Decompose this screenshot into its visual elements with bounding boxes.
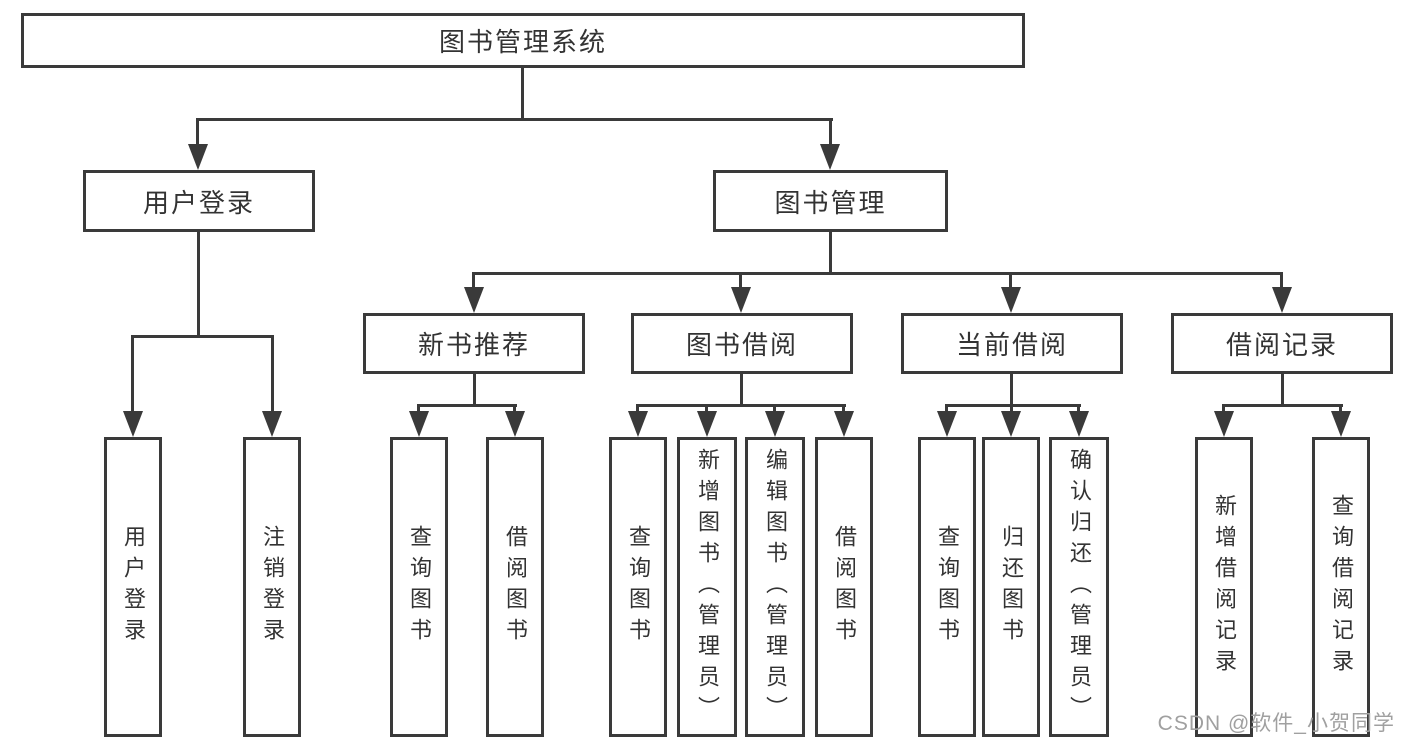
leaf-label: 确认归还（管理员） bbox=[1067, 447, 1092, 727]
node-label: 当前借阅 bbox=[955, 330, 1068, 360]
connector-currentborrow-hline bbox=[945, 404, 1081, 407]
leaf-label: 查询图书 bbox=[935, 525, 960, 649]
leaf-confirm-return-admin: 确认归还（管理员） bbox=[1049, 437, 1109, 737]
arrowhead-book-mgmt bbox=[820, 144, 840, 170]
connector-stub-borrow-records bbox=[1280, 272, 1283, 290]
arrowhead-current-borrow bbox=[1001, 287, 1021, 313]
csdn-watermark: CSDN @软件_小贺同学 bbox=[1157, 712, 1395, 735]
connector-stub bbox=[945, 404, 948, 414]
node-book-borrowing: 图书借阅 bbox=[631, 313, 853, 374]
connector-newbook-vline bbox=[473, 374, 476, 405]
node-library-management-system: 图书管理系统 bbox=[21, 13, 1025, 68]
leaf-query-borrow-record: 查询借阅记录 bbox=[1312, 437, 1370, 737]
node-label: 图书借阅 bbox=[685, 330, 798, 360]
connector-stub bbox=[1077, 404, 1080, 414]
leaf-label: 新增图书（管理员） bbox=[695, 447, 720, 727]
arrowhead-query-books-1 bbox=[409, 411, 429, 437]
connector-stub bbox=[636, 404, 639, 414]
connector-newbook-hline bbox=[417, 404, 517, 407]
node-label: 借阅记录 bbox=[1225, 330, 1338, 360]
leaf-query-books-current: 查询图书 bbox=[918, 437, 976, 737]
node-label: 图书管理 bbox=[774, 187, 887, 218]
connector-user-login-hline bbox=[131, 335, 274, 338]
arrowhead-new-book bbox=[464, 287, 484, 313]
connector-stub bbox=[417, 404, 420, 414]
arrowhead-book-borrow bbox=[731, 287, 751, 313]
connector-stub-book-borrow bbox=[739, 272, 742, 290]
leaf-label: 用户登录 bbox=[121, 525, 146, 649]
arrowhead-add-book bbox=[697, 411, 717, 437]
arrowhead-query-books-3 bbox=[937, 411, 957, 437]
leaf-borrow-books-newbook: 借阅图书 bbox=[486, 437, 544, 737]
connector-level3-hline bbox=[472, 272, 1283, 275]
connector-bookborrow-vline bbox=[740, 374, 743, 405]
node-label: 新书推荐 bbox=[417, 330, 530, 360]
connector-currentborrow-vline bbox=[1010, 374, 1013, 405]
connector-stub bbox=[513, 404, 516, 414]
arrowhead-query-borrow-record bbox=[1331, 411, 1351, 437]
leaf-add-borrow-record: 新增借阅记录 bbox=[1195, 437, 1253, 737]
connector-level2-hline bbox=[196, 118, 833, 121]
connector-stub-leaf-logout bbox=[271, 335, 274, 413]
leaf-label: 借阅图书 bbox=[503, 525, 528, 649]
arrowhead-borrow-records bbox=[1272, 287, 1292, 313]
arrowhead-add-borrow-record bbox=[1214, 411, 1234, 437]
arrowhead-borrow-books-2 bbox=[834, 411, 854, 437]
connector-borrowrecords-hline bbox=[1222, 404, 1343, 407]
leaf-label: 新增借阅记录 bbox=[1212, 494, 1237, 680]
leaf-borrow-books-borrowing: 借阅图书 bbox=[815, 437, 873, 737]
leaf-edit-book-admin: 编辑图书（管理员） bbox=[745, 437, 805, 737]
leaf-label: 查询借阅记录 bbox=[1329, 494, 1354, 680]
leaf-label: 注销登录 bbox=[260, 525, 285, 649]
node-label: 图书管理系统 bbox=[438, 27, 607, 57]
connector-stub-user-login bbox=[196, 118, 199, 148]
connector-stub bbox=[705, 404, 708, 414]
node-book-management: 图书管理 bbox=[713, 170, 948, 232]
node-current-borrowing: 当前借阅 bbox=[901, 313, 1123, 374]
connector-stub bbox=[842, 404, 845, 414]
arrowhead-leaf-user-login bbox=[123, 411, 143, 437]
leaf-query-books-borrowing: 查询图书 bbox=[609, 437, 667, 737]
leaf-label: 归还图书 bbox=[999, 525, 1024, 649]
arrowhead-confirm-return bbox=[1069, 411, 1089, 437]
connector-stub-new-book bbox=[472, 272, 475, 290]
connector-stub bbox=[1222, 404, 1225, 414]
leaf-label: 查询图书 bbox=[407, 525, 432, 649]
node-label: 用户登录 bbox=[142, 187, 255, 218]
connector-stub-book-mgmt bbox=[829, 118, 832, 148]
node-borrowing-records: 借阅记录 bbox=[1171, 313, 1393, 374]
leaf-return-book: 归还图书 bbox=[982, 437, 1040, 737]
leaf-label: 借阅图书 bbox=[832, 525, 857, 649]
connector-stub-current-borrow bbox=[1009, 272, 1012, 290]
leaf-add-book-admin: 新增图书（管理员） bbox=[677, 437, 737, 737]
connector-book-mgmt-vline bbox=[829, 232, 832, 274]
leaf-user-login: 用户登录 bbox=[104, 437, 162, 737]
arrowhead-borrow-books-1 bbox=[505, 411, 525, 437]
arrowhead-return-book bbox=[1001, 411, 1021, 437]
leaf-logout-login: 注销登录 bbox=[243, 437, 301, 737]
arrowhead-edit-book bbox=[765, 411, 785, 437]
node-user-login: 用户登录 bbox=[83, 170, 315, 232]
connector-stub bbox=[1010, 404, 1013, 414]
arrowhead-leaf-logout bbox=[262, 411, 282, 437]
arrowhead-user-login bbox=[188, 144, 208, 170]
connector-root-vline bbox=[521, 68, 524, 121]
connector-borrowrecords-vline bbox=[1281, 374, 1284, 405]
connector-bookborrow-hline bbox=[636, 404, 846, 407]
leaf-label: 查询图书 bbox=[626, 525, 651, 649]
connector-stub bbox=[1339, 404, 1342, 414]
connector-stub bbox=[773, 404, 776, 414]
node-new-book-recommend: 新书推荐 bbox=[363, 313, 585, 374]
leaf-label: 编辑图书（管理员） bbox=[763, 447, 788, 727]
leaf-query-books-newbook: 查询图书 bbox=[390, 437, 448, 737]
arrowhead-query-books-2 bbox=[628, 411, 648, 437]
connector-stub-leaf-user-login bbox=[131, 335, 134, 413]
connector-user-login-vline bbox=[197, 232, 200, 337]
